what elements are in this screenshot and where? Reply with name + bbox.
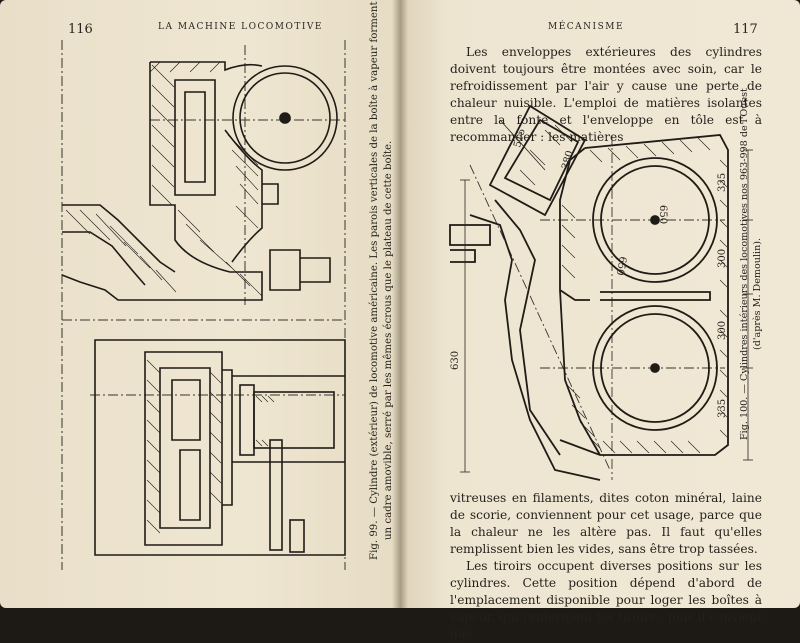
dim-650-upper: 650 (657, 205, 668, 224)
left-running-head: LA MACHINE LOCOMOTIVE (158, 22, 323, 32)
dim-335-bottom: 335 (717, 399, 728, 418)
book-spread: 116 LA MACHINE LOCOMOTIVE (0, 0, 800, 608)
figure-100-caption-line-2: (d'après M. Demoulin). (752, 237, 763, 350)
figure-100-caption: Fig. 100. — Cylindres intérieurs des loc… (738, 88, 764, 440)
right-page-number: 117 (733, 22, 758, 37)
dim-515: 515 (512, 127, 528, 148)
paragraph-bottom: vitreuses en filaments, dites coton miné… (450, 491, 762, 556)
paragraph-top: Les enveloppes extérieures des cylindres… (450, 45, 762, 144)
book-gutter (392, 0, 408, 608)
dim-335-top: 335 (717, 173, 728, 192)
figure-99-drawing (61, 40, 346, 570)
dim-630: 630 (450, 351, 461, 370)
figure-100-drawing: 515 380 650 650 335 300 300 335 630 (450, 119, 753, 480)
left-page: 116 LA MACHINE LOCOMOTIVE (0, 0, 400, 608)
left-page-number: 116 (68, 22, 93, 37)
figure-100-caption-line-1: Fig. 100. — Cylindres intérieurs des loc… (739, 88, 750, 440)
dim-380: 380 (560, 149, 576, 170)
dim-300-lower: 300 (717, 321, 728, 340)
dim-300-upper: 300 (717, 249, 728, 268)
dim-650-lower: 650 (614, 255, 628, 276)
figure-100-dimensions: 515 380 650 650 335 300 300 335 630 (450, 127, 728, 418)
paragraph-last: Les tiroirs occupent diverses positions … (450, 559, 762, 641)
right-running-head: MÉCANISME (548, 22, 625, 32)
body-paragraph-bottom: vitreuses en filaments, dites coton miné… (450, 490, 762, 643)
body-paragraph-top: Les enveloppes extérieures des cylindres… (450, 44, 762, 146)
right-page: MÉCANISME 117 (400, 0, 800, 608)
